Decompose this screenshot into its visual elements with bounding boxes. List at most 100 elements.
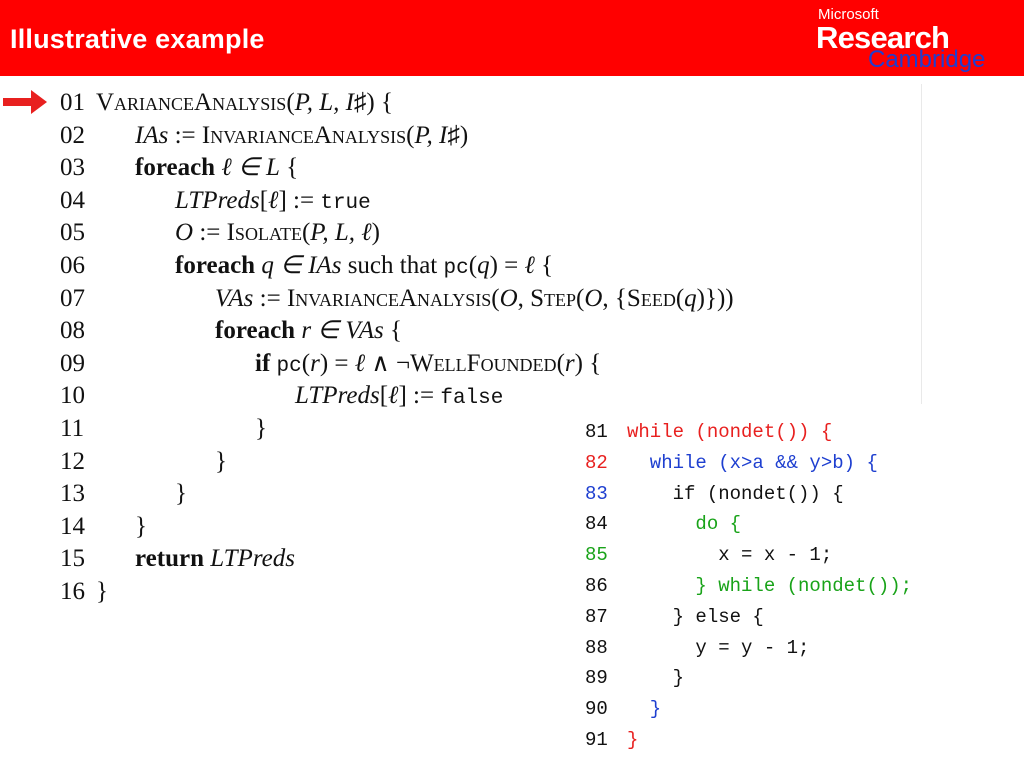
code-token: ( xyxy=(301,219,311,247)
code-token: { xyxy=(383,317,403,345)
code-token: r xyxy=(564,349,575,377)
code-token: ♯ xyxy=(447,121,460,149)
line-number: 89 xyxy=(585,667,608,690)
line-number: 13 xyxy=(60,480,85,508)
code-token: VAs xyxy=(215,284,254,312)
code-token: ∧ ¬ xyxy=(365,349,411,377)
line-number: 11 xyxy=(60,415,85,442)
code-line: 87 } else { xyxy=(585,602,764,632)
line-number: 91 xyxy=(585,729,608,751)
code-token: O xyxy=(175,219,194,247)
code-text: do { xyxy=(627,513,742,536)
code-token: ] := xyxy=(398,382,441,410)
code-text: while (x>a && y>b) { xyxy=(627,451,878,474)
code-token: q xyxy=(477,252,490,279)
code-token: ( xyxy=(556,349,565,377)
line-number: 86 xyxy=(585,575,608,597)
code-token: ) { xyxy=(366,89,393,116)
line-number: 05 xyxy=(60,219,85,247)
code-token: } xyxy=(215,447,227,475)
code-token: ♯ xyxy=(353,89,367,116)
code-token: q xyxy=(684,284,697,312)
algorithm-line-code: LTPreds[ℓ] := true xyxy=(175,185,371,220)
algorithm-line-code: foreach q ∈ IAs such that pc(q) = ℓ { xyxy=(175,250,553,285)
code-token: foreach xyxy=(175,252,256,279)
code-token: InvarianceAnalysis xyxy=(286,284,492,312)
algorithm-line-code: } xyxy=(255,413,267,445)
line-number: 83 xyxy=(585,482,608,505)
code-token: L xyxy=(266,154,280,182)
code-token: ( xyxy=(301,349,311,377)
code-token: Step xyxy=(530,284,577,312)
code-token: q ∈ xyxy=(255,252,309,279)
code-token: ( xyxy=(286,89,295,116)
line-number: 10 xyxy=(60,382,85,410)
code-token: foreach xyxy=(215,317,296,345)
algorithm-line-code: VarianceAnalysis(P, L, I♯) { xyxy=(96,87,393,119)
code-line: 86 } while (nondet()); xyxy=(585,571,912,601)
code-token: O xyxy=(499,284,518,312)
code-token: ( xyxy=(576,284,585,312)
code-line: 90 } xyxy=(585,694,661,724)
code-token: InvarianceAnalysis xyxy=(201,121,407,149)
algorithm-line-code: } xyxy=(215,446,227,478)
code-text: y = y - 1; xyxy=(627,636,810,659)
code-token: r xyxy=(310,349,320,377)
code-token: such that xyxy=(341,252,444,279)
line-number: 16 xyxy=(60,578,85,605)
code-token: } xyxy=(175,480,187,508)
code-token: [ xyxy=(259,186,269,214)
algorithm-line-code: foreach ℓ ∈ L { xyxy=(135,152,298,184)
code-token: } xyxy=(255,415,267,442)
title-bar: Illustrative example Microsoft Research … xyxy=(0,0,1024,76)
right-arrow-icon xyxy=(3,90,47,114)
code-text: } xyxy=(627,667,685,690)
page-title: Illustrative example xyxy=(10,24,265,54)
algorithm-line-code: foreach r ∈ VAs { xyxy=(215,315,402,347)
line-number: 03 xyxy=(60,154,85,182)
logo-line-cambridge: Cambridge xyxy=(868,46,986,73)
code-token: ) xyxy=(459,121,469,149)
code-token: LTPreds xyxy=(175,186,260,214)
divider xyxy=(921,84,922,404)
code-token: VarianceAnalysis xyxy=(96,89,287,116)
code-token: )})) xyxy=(696,284,734,312)
code-line: 88 y = y - 1; xyxy=(585,633,809,663)
code-token: ) xyxy=(371,219,380,247)
code-line: 82 while (x>a && y>b) { xyxy=(585,448,878,478)
code-token: return xyxy=(135,545,204,573)
code-text: } xyxy=(627,698,662,721)
algorithm-line-code: } xyxy=(175,478,187,510)
code-token: LTPreds xyxy=(210,545,295,573)
code-token: ( xyxy=(491,284,500,312)
code-token: VAs xyxy=(345,317,384,345)
code-token: P, I xyxy=(414,121,448,149)
code-token: ) { xyxy=(574,349,602,377)
algorithm-line-code: if pc(r) = ℓ ∧ ¬WellFounded(r) { xyxy=(255,348,601,383)
code-text: x = x - 1; xyxy=(627,544,833,567)
code-line: 84 do { xyxy=(585,509,741,539)
line-number: 85 xyxy=(585,544,608,567)
code-token: LTPreds xyxy=(295,382,380,410)
line-number: 09 xyxy=(60,349,85,377)
code-token: := xyxy=(253,284,287,312)
line-number: 07 xyxy=(60,284,85,312)
code-token: P, L, ℓ xyxy=(310,219,372,247)
code-line: 91} xyxy=(585,725,638,755)
code-token: ℓ xyxy=(524,252,535,279)
code-token: ℓ xyxy=(268,186,279,214)
code-token: } xyxy=(96,578,108,605)
line-number: 88 xyxy=(585,636,608,659)
code-token: , { xyxy=(602,284,627,312)
code-token: := xyxy=(168,121,202,149)
code-token: r ∈ xyxy=(295,317,346,345)
code-token: [ xyxy=(379,382,389,410)
code-token: Seed xyxy=(626,284,676,312)
microsoft-research-logo: Microsoft Research Cambridge xyxy=(808,6,1008,73)
line-number: 04 xyxy=(60,186,85,214)
code-token: ) = xyxy=(319,349,355,377)
logo-line-microsoft: Microsoft xyxy=(818,6,879,23)
code-text: } xyxy=(627,729,639,751)
logo-line-research: Research xyxy=(816,20,950,55)
